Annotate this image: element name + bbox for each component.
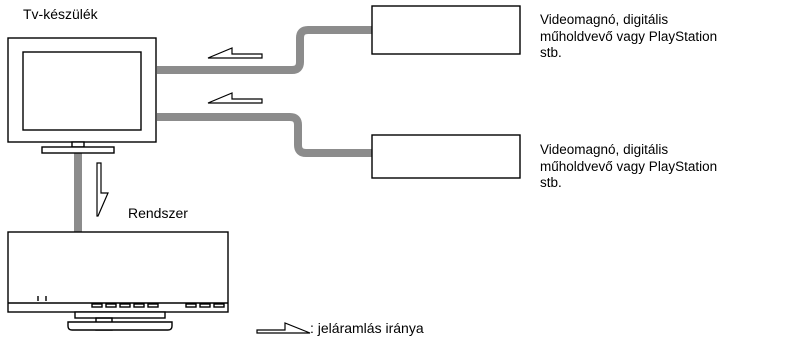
system-label: Rendszer [128, 205, 188, 221]
device-label-1: Videomagnó, digitális műholdvevő vagy Pl… [540, 12, 717, 62]
system-button [133, 303, 145, 308]
tv-set [7, 37, 157, 154]
device-label-line: Videomagnó, digitális [540, 12, 669, 27]
device-box-1 [371, 5, 521, 55]
signal-arrow-down [96, 162, 109, 217]
system-stand-base [67, 321, 173, 331]
system-button [105, 303, 117, 308]
system-button [119, 303, 131, 308]
device-label-line: stb. [540, 175, 562, 190]
system-button [213, 303, 225, 308]
device-label-2: Videomagnó, digitális műholdvevő vagy Pl… [540, 142, 717, 192]
signal-arrows [96, 47, 311, 334]
system-button [185, 303, 197, 308]
system-button [91, 303, 103, 308]
tv-frame [7, 37, 157, 143]
signal-arrow-left-1 [207, 47, 263, 59]
tv-stand [41, 146, 115, 154]
system-button [199, 303, 211, 308]
device-label-line: műholdvevő vagy PlayStation [540, 158, 718, 174]
signal-arrow-left-2 [207, 92, 263, 104]
cable-device2-to-tv [157, 113, 372, 157]
tv-label: Tv-készülék [23, 6, 98, 22]
system-unit [7, 231, 229, 331]
system-body [7, 231, 229, 313]
device-box-2 [371, 134, 521, 179]
system-stand-top [74, 311, 166, 319]
device-label-line: stb. [540, 45, 562, 60]
cables [74, 26, 372, 232]
device-label-line: műholdvevő vagy PlayStation [540, 28, 718, 44]
tv-neck [71, 141, 85, 148]
system-button [147, 303, 159, 308]
device-label-line: Videomagnó, digitális [540, 142, 669, 157]
legend-label: : jeláramlás iránya [310, 320, 424, 336]
cable-device1-to-tv [157, 26, 372, 74]
tv-screen [22, 51, 142, 131]
legend-arrow-icon [256, 322, 311, 334]
